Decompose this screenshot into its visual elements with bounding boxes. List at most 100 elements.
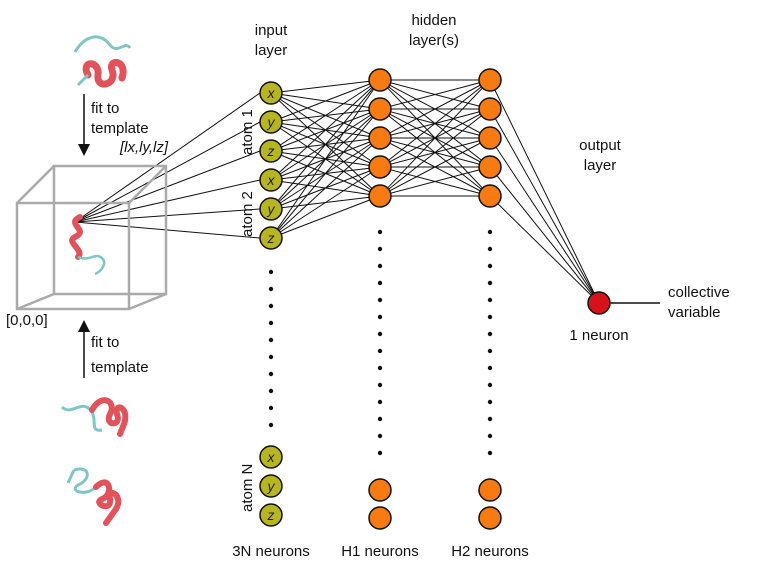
- hidden-neuron: [368, 126, 392, 150]
- template-label-bottom: template: [91, 359, 149, 376]
- h1-to-h2-edge: [379, 79, 491, 197]
- h1-neuron-count: H1 neurons: [341, 543, 419, 560]
- input-neuron-letter: y: [267, 478, 276, 494]
- box-upper-corner-label: [lx,ly,lz]: [119, 139, 169, 156]
- h2-neuron-count: H2 neurons: [451, 543, 529, 560]
- input-neuron-letter: z: [267, 230, 275, 246]
- ellipsis-dot: [268, 405, 274, 411]
- hidden-layer-title-line2: layer(s): [409, 32, 459, 49]
- ellipsis-dot: [377, 382, 383, 388]
- input-neuron-letter: x: [267, 172, 276, 188]
- ellipsis-dot: [268, 422, 274, 428]
- ellipsis-dot: [377, 399, 383, 405]
- hidden-layer-title-line1: hidden: [411, 12, 456, 29]
- hidden-neuron: [368, 155, 392, 179]
- ellipsis-dot: [377, 331, 383, 337]
- ellipsis-dot: [268, 337, 274, 343]
- input-neuron-letter: x: [267, 85, 276, 101]
- input-neuron: [259, 474, 283, 498]
- input-neuron: [259, 445, 283, 469]
- ellipsis-dot: [487, 416, 493, 422]
- ellipsis-dot: [268, 286, 274, 292]
- hidden-neuron: [478, 506, 502, 530]
- hidden-neuron: [368, 478, 392, 502]
- input-neuron: [259, 110, 283, 134]
- output-neuron: [587, 291, 611, 315]
- ellipsis-dot: [487, 450, 493, 456]
- h2-to-output-edge: [489, 137, 600, 304]
- box-to-input-edge: [74, 92, 261, 223]
- hidden-neuron: [368, 68, 392, 92]
- h2-to-output-edge: [489, 108, 600, 304]
- ellipsis-dot: [487, 297, 493, 303]
- ellipsis-dot: [377, 229, 383, 235]
- ellipsis-dot: [377, 416, 383, 422]
- ellipsis-dot: [377, 314, 383, 320]
- fit-to-label-top: fit to: [91, 100, 119, 117]
- input-to-h1-edge: [270, 79, 381, 210]
- input-neuron: [259, 503, 283, 527]
- atom-n-label: atom N: [239, 464, 256, 512]
- hidden-neuron: [478, 97, 502, 121]
- hidden-neuron: [368, 97, 392, 121]
- atom-1-label: atom 1: [239, 109, 256, 155]
- hidden-neuron: [368, 184, 392, 208]
- variable-label: variable: [668, 304, 721, 321]
- collective-label: collective: [668, 284, 730, 301]
- ellipsis-dot: [377, 263, 383, 269]
- ellipsis-dot: [487, 382, 493, 388]
- ellipsis-dot: [377, 280, 383, 286]
- protein-structure-bottom-1: [60, 397, 129, 437]
- ellipsis-dot: [487, 229, 493, 235]
- input-neuron: [259, 168, 283, 192]
- input-to-h1-edge: [270, 79, 381, 152]
- h1-to-h2-edge: [379, 108, 491, 197]
- atom-2-label: atom 2: [239, 191, 256, 237]
- hidden-neuron: [478, 126, 502, 150]
- input-to-h1-edge: [270, 79, 381, 123]
- ellipsis-dot: [487, 280, 493, 286]
- hidden-neuron: [478, 478, 502, 502]
- input-neuron-letter: z: [267, 507, 275, 523]
- box-to-input-edge: [74, 179, 261, 223]
- input-to-h1-edge: [270, 137, 381, 239]
- protein-in-box: [69, 214, 106, 276]
- h1-to-h2-edge: [379, 79, 491, 168]
- simulation-box: [15, 164, 168, 311]
- input-to-h1-edge: [270, 195, 381, 239]
- input-neuron: [259, 81, 283, 105]
- ellipsis-dot: [377, 348, 383, 354]
- box-to-input-edge: [74, 208, 261, 223]
- box-to-input-edge: [74, 221, 261, 239]
- ellipsis-dots: [268, 229, 493, 456]
- box-to-input-edge: [74, 150, 261, 223]
- fit-to-label-bottom: fit to: [91, 334, 119, 351]
- ellipsis-dot: [268, 303, 274, 309]
- ellipsis-dot: [377, 297, 383, 303]
- ellipsis-dot: [268, 269, 274, 275]
- ellipsis-dot: [487, 365, 493, 371]
- input-neuron: [259, 197, 283, 221]
- h2-to-output-edge: [489, 166, 600, 304]
- box-to-input-edge: [74, 121, 261, 223]
- h1-to-h2-edge: [379, 79, 491, 139]
- input-to-h1-edge: [270, 79, 381, 94]
- input-layer-title-line1: input: [255, 22, 288, 39]
- input-neuron-count: 3N neurons: [232, 543, 310, 560]
- output-neuron-label: 1 neuron: [569, 327, 628, 344]
- h1-to-h2-edge: [379, 137, 491, 197]
- ellipsis-dot: [377, 433, 383, 439]
- input-to-h1-edge: [270, 108, 381, 239]
- ellipsis-dot: [487, 433, 493, 439]
- hidden-neuron: [478, 184, 502, 208]
- connection-lines: [74, 79, 600, 304]
- ellipsis-dot: [487, 246, 493, 252]
- ellipsis-dot: [487, 263, 493, 269]
- ellipsis-dot: [268, 388, 274, 394]
- ellipsis-dot: [487, 399, 493, 405]
- hidden-neuron: [368, 506, 392, 530]
- input-neuron-letter: y: [267, 114, 276, 130]
- h2-to-output-edge: [489, 195, 600, 304]
- ellipsis-dot: [487, 348, 493, 354]
